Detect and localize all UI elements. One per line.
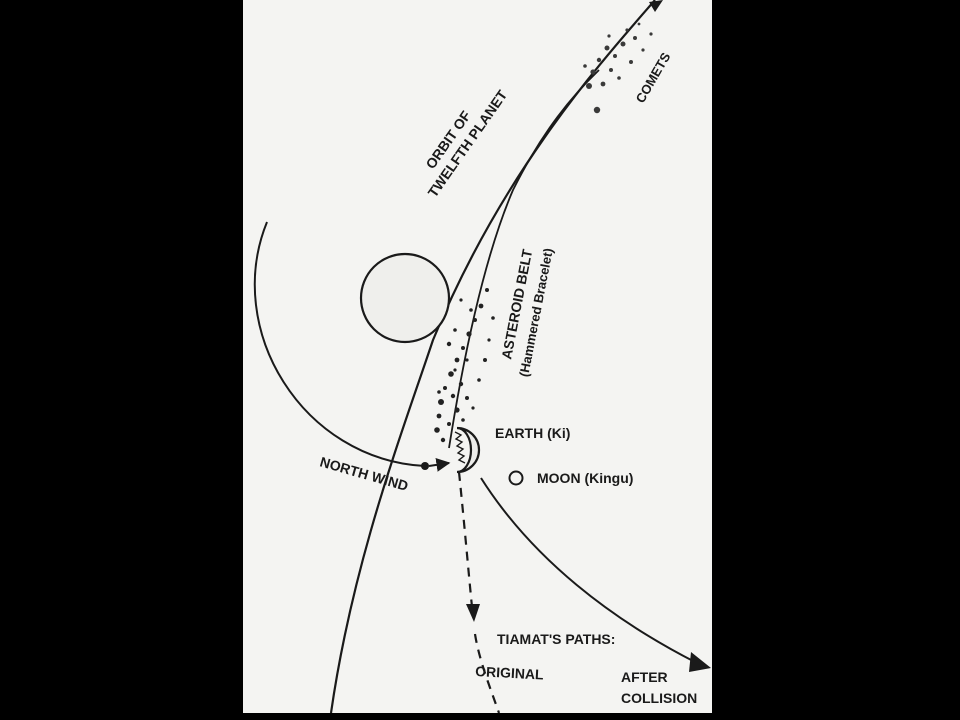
tiamat-paths-label: TIAMAT'S PATHS:	[497, 631, 615, 647]
asteroid-belt-orbit	[448, 69, 600, 449]
original-label: ORIGINAL	[475, 663, 545, 683]
after-collision-arrowhead	[689, 652, 711, 672]
diagram-panel: ORBIT OF TWELFTH PLANET COMETS ASTEROID …	[243, 0, 712, 713]
after-collision-label-line1: AFTER	[621, 669, 668, 685]
tiamat-after-collision-path	[480, 477, 696, 663]
twelfth-planet-orbit	[329, 0, 656, 713]
twelfth-planet	[359, 252, 451, 344]
north-wind-arrow	[428, 457, 451, 472]
orbit-arrowhead	[649, 0, 663, 12]
comets-cluster	[583, 22, 653, 114]
moon-label: MOON (Kingu)	[537, 470, 633, 486]
tiamat-original-path-cont	[473, 633, 501, 713]
earth-impact-edge	[454, 431, 466, 464]
tiamat-collision-diagram: ORBIT OF TWELFTH PLANET COMETS ASTEROID …	[243, 0, 712, 713]
north-wind-arc	[253, 221, 426, 467]
tiamat-original-arrowhead	[466, 604, 480, 622]
north-wind-dot	[421, 462, 429, 470]
earth-label: EARTH (Ki)	[495, 425, 570, 441]
paper-background	[243, 0, 712, 713]
after-collision-label-line2: COLLISION	[621, 690, 697, 706]
earth-ki	[456, 426, 481, 474]
moon-kingu	[508, 470, 524, 486]
asteroid-belt-cluster	[434, 288, 495, 443]
